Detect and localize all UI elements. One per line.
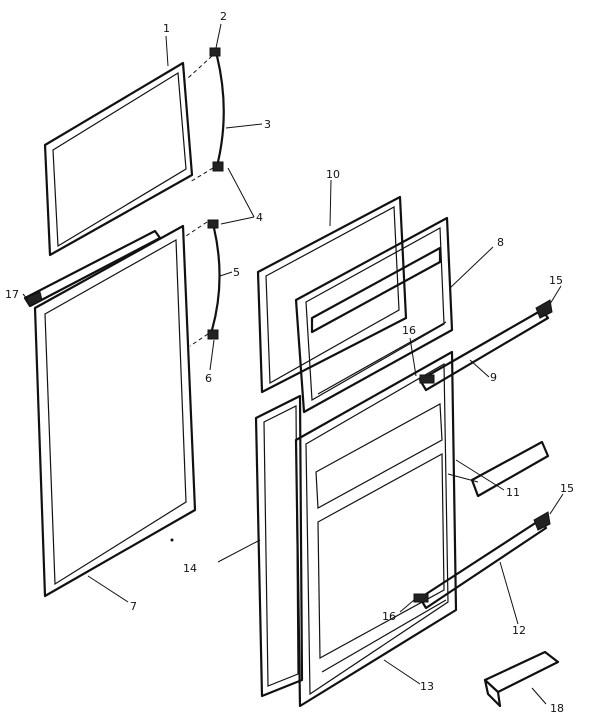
fresh-food-door-liner — [294, 350, 458, 708]
freezer-inner-gasket — [256, 195, 408, 394]
door-shelf-bin — [447, 440, 550, 498]
callout-3: 3 — [264, 118, 271, 131]
callout-10: 10 — [326, 168, 340, 181]
fresh-food-door-gasket — [33, 224, 197, 598]
rail-clip-lower — [413, 593, 429, 603]
callout-11: 11 — [506, 486, 520, 499]
callout-14: 14 — [183, 562, 197, 575]
fresh-food-inner-gasket — [254, 394, 304, 698]
callout-12: 12 — [512, 624, 526, 637]
lower-shelf-rail — [418, 511, 551, 610]
small-door-bin — [483, 650, 560, 708]
callout-15-lower: 15 — [560, 482, 574, 495]
callout-9: 9 — [490, 371, 497, 384]
door-trim-strip — [23, 229, 162, 308]
freezer-door-gasket — [43, 61, 194, 257]
callout-8: 8 — [497, 236, 504, 249]
callout-17: 17 — [5, 288, 19, 301]
upper-shelf-rail — [418, 299, 553, 392]
callout-2: 2 — [220, 10, 227, 23]
callout-4: 4 — [256, 211, 263, 224]
callout-16-lower: 16 — [382, 610, 396, 623]
callout-7: 7 — [130, 600, 137, 613]
callout-13: 13 — [420, 680, 434, 693]
callout-1: 1 — [163, 22, 170, 35]
callout-15-upper: 15 — [549, 274, 563, 287]
fresh-food-door-handle — [185, 219, 221, 347]
callout-16-upper: 16 — [402, 324, 416, 337]
leader-lines — [22, 23, 564, 705]
rail-clip-upper — [419, 374, 435, 384]
callout-6: 6 — [205, 372, 212, 385]
callout-labels: 1 2 3 4 5 6 7 8 9 10 11 12 13 14 15 15 1… — [5, 10, 574, 715]
callout-18: 18 — [550, 702, 564, 715]
freezer-door-liner — [294, 216, 454, 414]
callout-5: 5 — [233, 266, 240, 279]
freezer-door-handle — [187, 47, 225, 183]
